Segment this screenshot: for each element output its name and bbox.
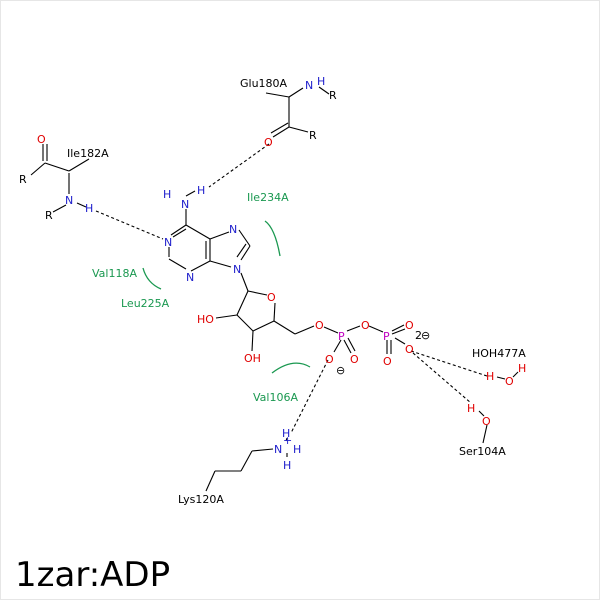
atom-h6b: H <box>197 184 205 197</box>
charge-plus-lys120: + <box>283 434 292 447</box>
ribose-ring <box>215 290 315 352</box>
residue-label-ile234: Ile234A <box>247 191 289 204</box>
glu180-fragment <box>208 86 330 188</box>
atom-o-ile182: O <box>37 133 46 146</box>
atom-oh3: OH <box>244 352 261 365</box>
diagram-title: 1zar:ADP <box>15 555 170 595</box>
adenine-ring <box>168 190 251 292</box>
atom-h-ile182: H <box>85 202 93 215</box>
atom-h-water-1: H <box>486 370 494 383</box>
atom-p-alpha: P <box>338 330 345 343</box>
atom-o-beta-3: O <box>405 343 414 356</box>
atom-o-glu180: O <box>264 136 273 149</box>
atom-ho2: HO <box>197 313 214 326</box>
atom-n6: N <box>181 198 189 211</box>
hydrophobic-arc-ile234 <box>264 220 281 257</box>
residue-label-glu180: Glu180A <box>240 77 288 90</box>
residue-label-hoh477: HOH477A <box>472 347 526 360</box>
atom-o-alpha-1: O <box>350 353 359 366</box>
atom-o-ser104: O <box>482 415 491 428</box>
atom-n-lys120: N <box>274 443 282 456</box>
ser104-fragment <box>478 410 488 444</box>
water-fragment <box>496 371 519 380</box>
atom-h-water-2: H <box>518 362 526 375</box>
atom-h-lys120-3: H <box>283 459 291 472</box>
phosphate-chain <box>290 324 488 434</box>
atom-h-lys120-2: H <box>293 443 301 456</box>
charge-2-beta: 2 <box>415 329 422 342</box>
atom-h6a: H <box>163 188 171 201</box>
atom-r-glu180-c: R <box>309 129 317 142</box>
atom-h-glu180: H <box>317 75 325 88</box>
residue-label-lys120: Lys120A <box>178 493 224 506</box>
atom-h-ser104: H <box>467 402 475 415</box>
atom-n9: N <box>233 263 241 276</box>
residue-label-ile182: Ile182A <box>67 147 109 160</box>
atom-o-beta-2: O <box>383 355 392 368</box>
residue-label-leu225: Leu225A <box>121 297 170 310</box>
residue-label-val106: Val106A <box>253 391 298 404</box>
atom-o-beta-1: O <box>405 319 414 332</box>
atom-o5: O <box>315 319 324 332</box>
atom-n3: N <box>186 271 194 284</box>
atom-r-glu180-n: R <box>329 89 337 102</box>
atom-o-bridge: O <box>361 319 370 332</box>
hydrophobic-arc-val118 <box>142 267 162 290</box>
atom-o-water: O <box>505 375 514 388</box>
residue-label-val118: Val118A <box>92 267 137 280</box>
atom-n7: N <box>229 223 237 236</box>
atom-o-alpha-2: O <box>325 353 334 366</box>
hydrophobic-arc-val106 <box>271 362 311 374</box>
atom-o4-ribose: O <box>267 291 276 304</box>
lys120-fragment <box>205 437 288 492</box>
atom-n-glu180: N <box>305 79 313 92</box>
charge-minus-beta: ⊖ <box>421 329 430 342</box>
ile182-fragment <box>30 144 164 240</box>
atom-p-beta: P <box>383 330 390 343</box>
atom-h-lys120-1: H <box>282 427 290 440</box>
atom-r-ile182-n: R <box>45 209 53 222</box>
atom-n1: N <box>164 236 172 249</box>
atom-r-ile182-c: R <box>19 173 27 186</box>
charge-minus-alpha: ⊖ <box>336 364 345 377</box>
residue-label-ser104: Ser104A <box>459 445 506 458</box>
atom-n-ile182: N <box>65 194 73 207</box>
